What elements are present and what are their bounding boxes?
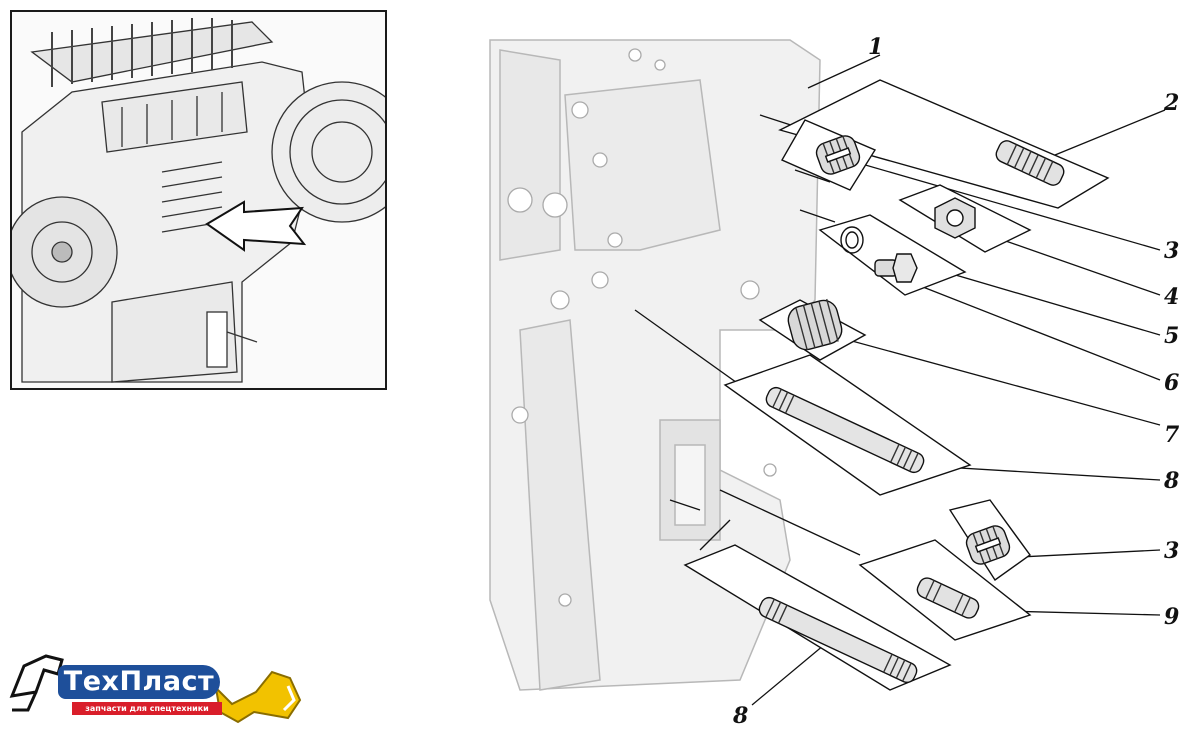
- callout-3: 3: [1164, 238, 1180, 264]
- brand-logo: ТехПласт запчасти для спецтехники: [6, 652, 306, 728]
- callout-8: 8: [1164, 468, 1180, 494]
- callout-6: 6: [1164, 370, 1180, 396]
- callout-1: 1: [868, 34, 884, 60]
- callout-2: 2: [1164, 90, 1180, 116]
- callout-8-lower: 8: [733, 703, 749, 729]
- excavator-logo-icon: [9, 654, 302, 724]
- arrow-pointer-icon: [205, 200, 307, 252]
- callout-7: 7: [1164, 422, 1180, 448]
- callout-4: 4: [1164, 284, 1180, 310]
- callout-3-lower: 3: [1164, 538, 1180, 564]
- brand-tagline: запчасти для спецтехники: [72, 702, 222, 715]
- engine-overview-inset: [10, 10, 387, 390]
- brand-name: ТехПласт: [58, 665, 220, 699]
- callout-5: 5: [1164, 323, 1180, 349]
- engine-overview-illustration: [12, 18, 385, 383]
- callout-9: 9: [1164, 604, 1180, 630]
